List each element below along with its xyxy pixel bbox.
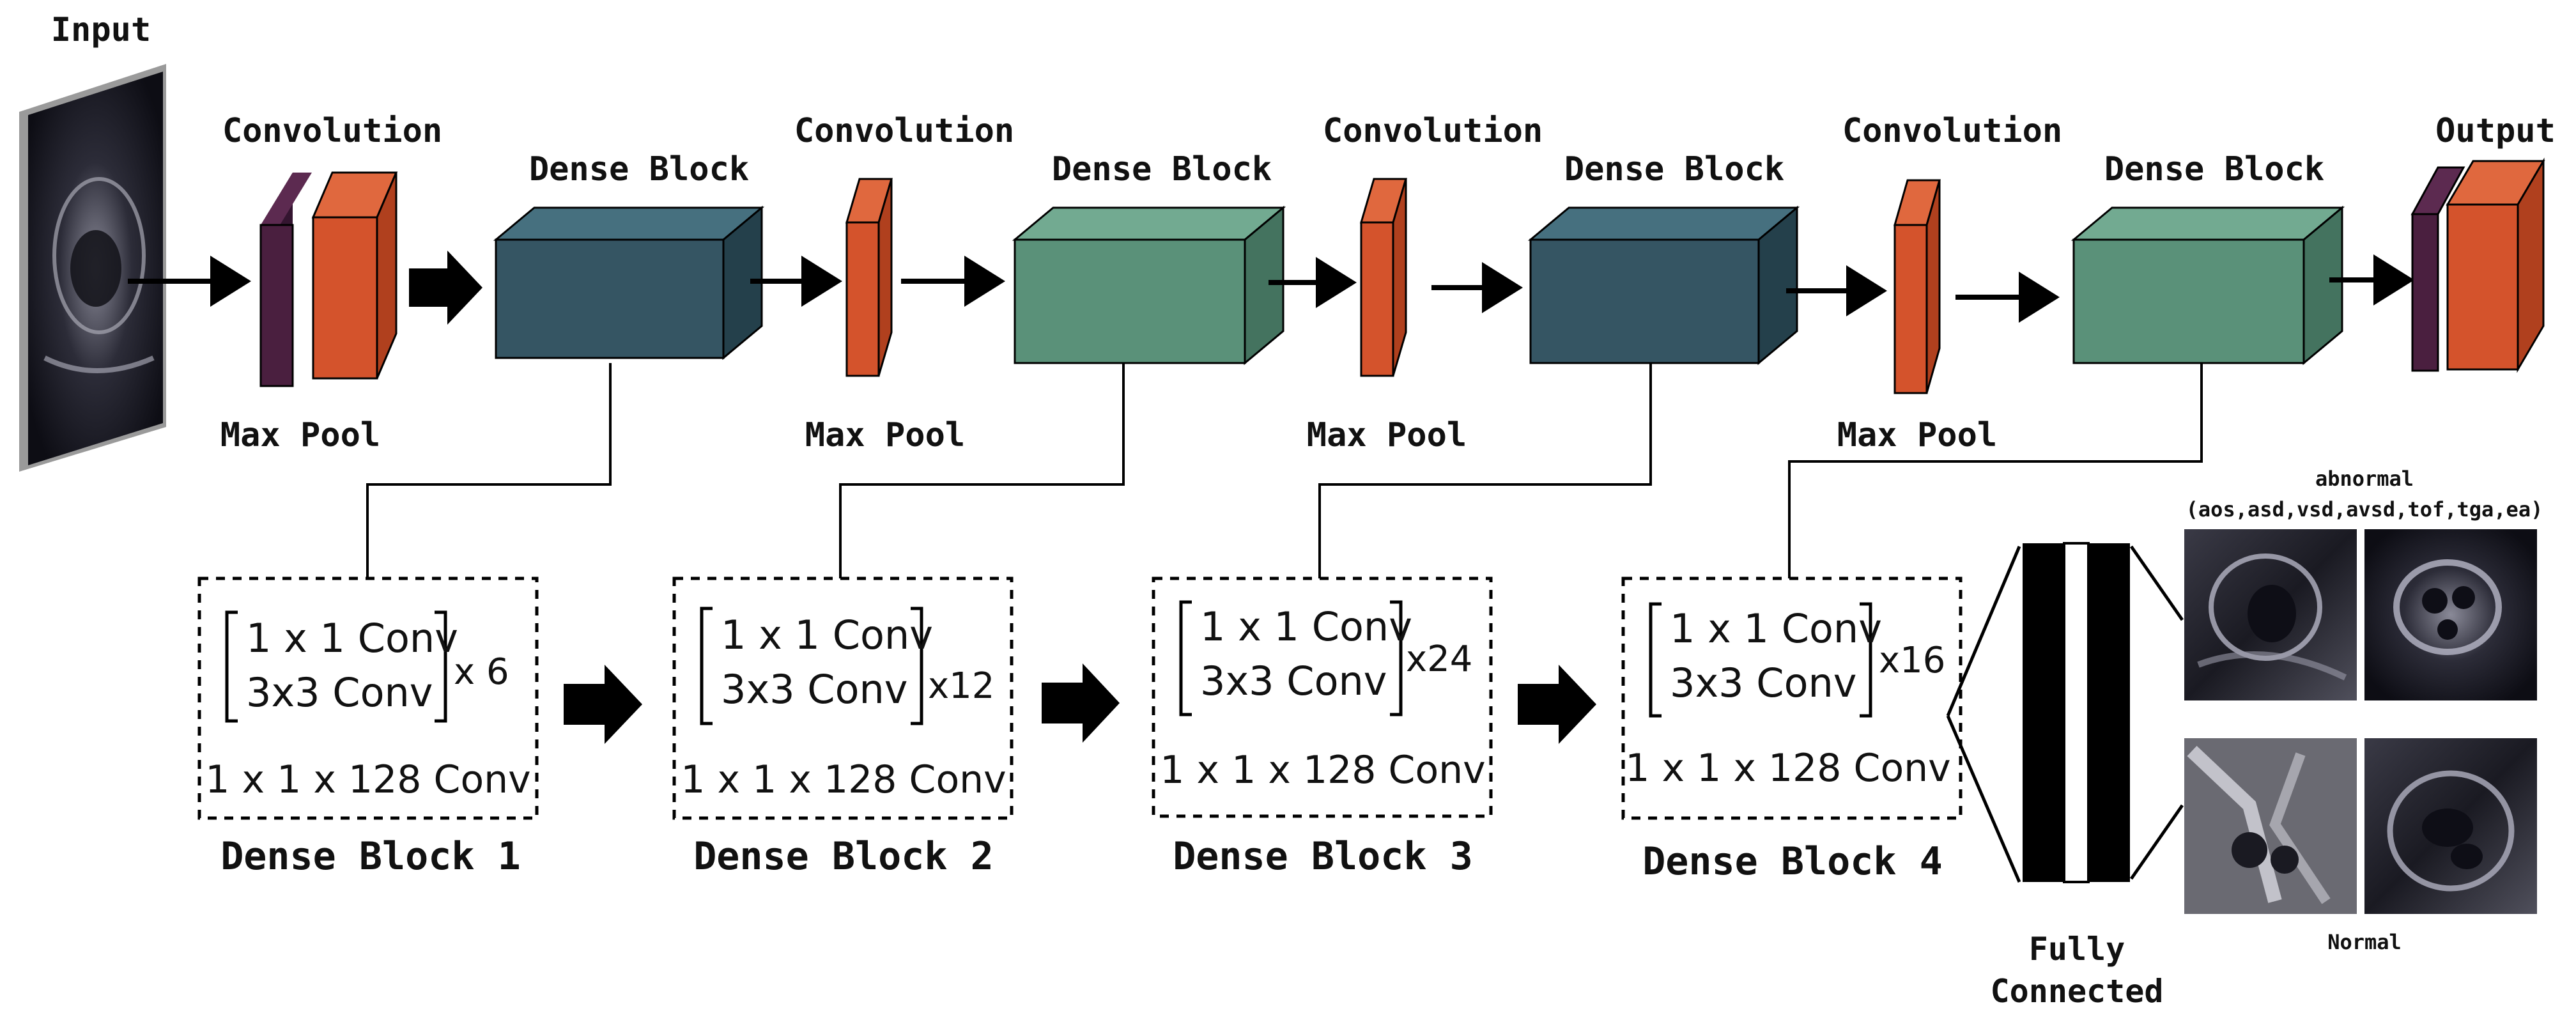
conv-pool-layer-1 [259,171,398,387]
abnormal-classes-label: (aos,asd,vsd,avsd,tof,tga,ea) [2186,497,2543,522]
bracket-right-4 [1860,602,1872,718]
dense-block-detail-2: 1 x 1 Conv 3x3 Conv x12 1 x 1 x 128 Conv [672,576,1014,820]
layer-line1-1: 1 x 1 Conv [246,615,458,662]
normal-example-image-1 [2184,738,2357,914]
abnormal-example-image-1 [2184,529,2357,700]
block-arrow-bottom-3 [1518,665,1596,744]
dense-block-detail-3: 1 x 1 Conv 3x3 Conv x24 1 x 1 x 128 Conv [1152,576,1493,818]
normal-example-image-2 [2364,738,2537,914]
dense-block-cube-1 [493,205,765,360]
layer-line1-3: 1 x 1 Conv [1200,603,1412,650]
connector-line-1 [366,363,612,578]
transition-conv-2: 1 x 1 x 128 Conv [681,757,1006,802]
layer-line2-3: 3x3 Conv [1200,658,1387,704]
dense-block-cube-3 [1527,205,1800,366]
conv-layer-2 [845,178,893,377]
block-arrow-1 [409,251,482,325]
conv-layer-4 [1893,179,1941,394]
repeat-count-3: x24 [1406,638,1472,680]
transition-conv-4: 1 x 1 x 128 Conv [1625,746,1950,791]
output-title: Output [2435,112,2556,150]
normal-label: Normal [2327,930,2402,954]
layer-line2-4: 3x3 Conv [1670,660,1857,706]
convolution-label-4: Convolution [1842,112,2062,150]
dense-block-label-top-4: Dense Block [2104,150,2324,189]
bracket-left-3 [1179,600,1192,716]
block-arrow-bottom-2 [1042,663,1120,743]
bracket-right-3 [1390,600,1403,716]
output-layer [2410,157,2545,373]
dense-block-name-3: Dense Block 3 [1173,834,1473,879]
dense-block-label-top-2: Dense Block [1052,150,1272,189]
repeat-count-4: x16 [1879,640,1945,681]
layer-line2-2: 3x3 Conv [721,666,908,713]
dense-block-name-1: Dense Block 1 [220,834,521,879]
max-pool-label-1: Max Pool [220,416,380,454]
bracket-left-2 [700,607,713,725]
dense-block-label-top-3: Dense Block [1564,150,1784,189]
repeat-count-1: x 6 [454,651,509,693]
convolution-label-1: Convolution [222,112,442,150]
conv-layer-3 [1359,178,1408,377]
connector-line-4 [1788,363,2203,578]
block-arrow-bottom-1 [564,665,642,744]
connector-line-3 [1318,363,1652,578]
layer-line2-1: 3x3 Conv [246,669,433,716]
fully-connected-label-line1: Fully [2029,931,2125,968]
convolution-label-3: Convolution [1323,112,1543,150]
fully-connected-layer [1946,542,2184,883]
fully-connected-label-line2: Connected [1991,973,2164,1010]
bracket-right-1 [435,610,447,723]
repeat-count-2: x12 [928,665,994,707]
dense-block-detail-4: 1 x 1 Conv 3x3 Conv x16 1 x 1 x 128 Conv [1621,576,1963,820]
dense-block-label-top-1: Dense Block [529,150,749,189]
connector-lines [366,363,2203,578]
dense-block-name-2: Dense Block 2 [693,834,994,879]
max-pool-label-4: Max Pool [1837,416,1997,454]
dense-block-cube-2 [1012,205,1286,366]
transition-conv-1: 1 x 1 x 128 Conv [205,757,530,802]
connector-line-2 [839,363,1125,578]
input-title: Input [51,11,151,49]
dense-block-name-4: Dense Block 4 [1642,839,1943,884]
bracket-left-4 [1649,602,1662,718]
max-pool-label-3: Max Pool [1307,416,1467,454]
dense-block-cube-4 [2071,205,2345,366]
dense-block-detail-1: 1 x 1 Conv 3x3 Conv x 6 1 x 1 x 128 Conv [197,576,539,820]
layer-line1-4: 1 x 1 Conv [1670,605,1882,652]
abnormal-label: abnormal [2315,467,2414,491]
layer-line1-2: 1 x 1 Conv [721,612,933,658]
input-ultrasound-image [19,64,166,472]
bracket-left-1 [225,610,238,723]
transition-conv-3: 1 x 1 x 128 Conv [1160,748,1485,793]
bracket-right-2 [911,607,923,725]
max-pool-label-2: Max Pool [805,416,965,454]
abnormal-example-image-2 [2364,529,2537,700]
convolution-label-2: Convolution [794,112,1014,150]
